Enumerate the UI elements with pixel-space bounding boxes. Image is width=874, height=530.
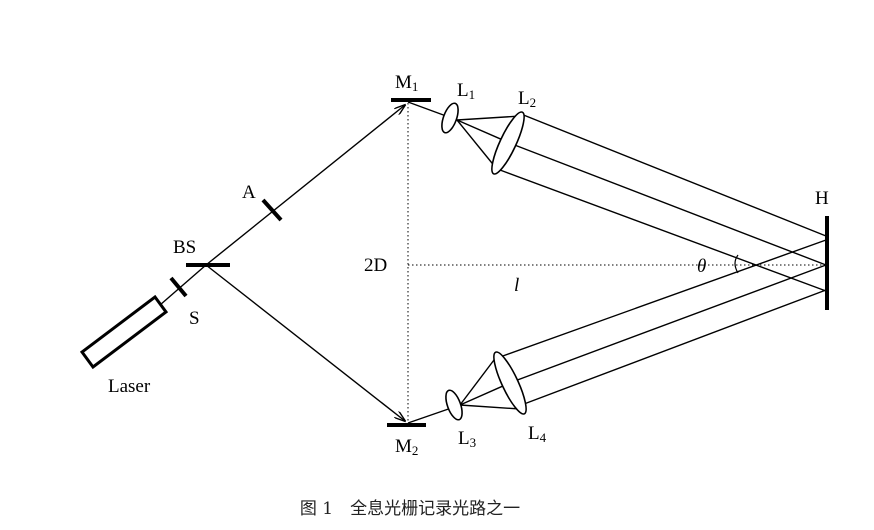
shutter-label: S [189, 308, 200, 329]
laser-label: Laser [108, 376, 151, 397]
hologram-label: H [815, 188, 829, 209]
diverging-ray [456, 115, 522, 121]
lens3-label: L3 [458, 428, 476, 450]
beam-to-m1 [205, 105, 405, 266]
mirror1-label: M1 [395, 72, 418, 94]
collimated-ray [511, 264, 827, 383]
mirror2-label: M2 [395, 436, 418, 458]
diverging-ray [456, 119, 497, 169]
lens-l4 [493, 351, 527, 415]
lens-l2 [491, 111, 525, 175]
collimated-ray [499, 239, 827, 358]
collimated-ray [520, 113, 827, 237]
diverging-ray [459, 404, 521, 410]
lens2-label: L2 [518, 88, 536, 110]
angle-label: θ [697, 256, 706, 277]
laser-body [79, 294, 169, 370]
aperture-label: A [242, 182, 256, 203]
lens4-label: L4 [528, 423, 547, 445]
lens-l1 [441, 102, 459, 134]
angle-arc [734, 254, 739, 274]
collimated-ray [499, 169, 827, 292]
lens-l3 [445, 389, 463, 421]
collimated-ray [523, 289, 827, 405]
lens1-label: L1 [457, 80, 475, 102]
beam-to-m2 [205, 264, 405, 421]
collimated-ray [511, 143, 827, 266]
separation-label: 2D [364, 255, 387, 276]
distance-label: l [514, 275, 519, 296]
laser-beam [159, 264, 207, 306]
diverging-ray [459, 355, 498, 406]
beam-splitter-label: BS [173, 237, 196, 258]
shutter [169, 276, 188, 298]
figure-caption: 图 1 全息光栅记录光路之一 [299, 499, 521, 519]
aperture [261, 198, 283, 222]
